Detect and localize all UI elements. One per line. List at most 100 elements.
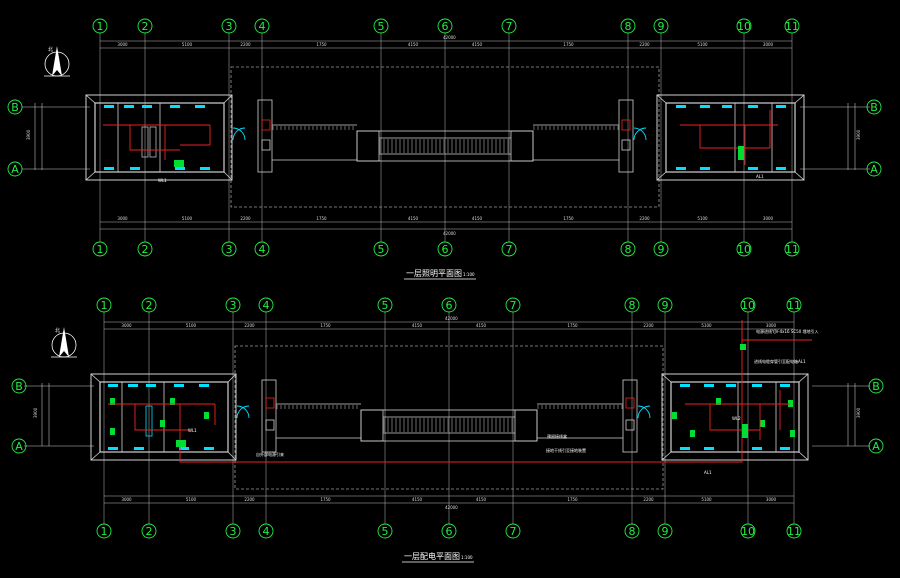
power-plan-side-dim-left: 3900 xyxy=(33,407,38,418)
light-fixture-icon xyxy=(680,384,690,387)
power-plan-side-dim-right: 3900 xyxy=(856,407,861,418)
light-fixture-icon xyxy=(104,167,114,170)
axis-bubble-bottom xyxy=(784,241,800,257)
lighting-plan-circuits xyxy=(103,110,778,165)
outlet-icon xyxy=(760,420,765,427)
outlet-icon xyxy=(790,430,795,437)
axis-label: 2 xyxy=(146,525,153,538)
axis-label: 1 xyxy=(101,299,108,312)
light-fixture-icon xyxy=(108,447,118,450)
axis-bubble-top xyxy=(441,297,457,313)
outlet-icon xyxy=(110,428,115,435)
dimension-text: 3000 xyxy=(766,323,777,328)
row-label: B xyxy=(15,380,23,393)
lighting-plan-tag-wl1: WL1 xyxy=(158,178,167,183)
lighting-plan-side-dim-left: 3900 xyxy=(26,129,31,140)
light-fixture-icon xyxy=(722,105,732,108)
axis-bubble-bottom xyxy=(96,523,112,539)
lighting-plan-title: 一层照明平面图 xyxy=(406,269,462,278)
dimension-text: 5100 xyxy=(186,323,197,328)
dimension-text: 5100 xyxy=(701,497,712,502)
row-label: A xyxy=(11,163,19,176)
lighting-plan-dimension-texts: 3000300051005100220022001750175041504150… xyxy=(117,42,773,221)
axis-label: 6 xyxy=(446,525,453,538)
axis-label: 6 xyxy=(442,20,449,33)
outlet-icon xyxy=(110,398,115,405)
power-plan-row-lines xyxy=(24,385,870,447)
axis-label: 4 xyxy=(259,20,266,33)
power-plan-note-2: 进线电缆穿管引至配电箱AL1 xyxy=(754,358,806,364)
light-fixture-icon xyxy=(726,384,736,387)
axis-label: 8 xyxy=(625,20,632,33)
lighting-plan-corridor xyxy=(257,99,634,173)
dimension-text: 3000 xyxy=(763,216,774,221)
axis-label: 7 xyxy=(506,243,513,256)
power-plan-dimension-lines xyxy=(41,321,856,504)
axis-label: 1 xyxy=(101,525,108,538)
dimension-text: 4150 xyxy=(408,216,419,221)
outlet-icon xyxy=(716,398,721,405)
row-label: B xyxy=(11,101,19,114)
axis-bubble-top xyxy=(437,18,453,34)
axis-bubble-bottom xyxy=(137,241,153,257)
power-plan-circuits xyxy=(108,320,812,463)
dimension-text: 4150 xyxy=(476,323,487,328)
row-label: B xyxy=(870,101,878,114)
lighting-plan-overall-dim: 42000 xyxy=(443,35,456,40)
axis-label: 9 xyxy=(658,20,665,33)
light-fixture-icon xyxy=(748,167,758,170)
outlet-icon xyxy=(672,412,677,419)
power-plan-tag-al1: AL1 xyxy=(704,470,712,475)
lighting-plan-dashed-outline xyxy=(230,66,660,208)
lighting-plan-axis-lines xyxy=(99,33,793,242)
axis-bubble-bottom xyxy=(740,523,756,539)
dimension-text: 3000 xyxy=(117,216,128,221)
row-label: A xyxy=(872,440,880,453)
lighting-plan-tag-al1: AL1 xyxy=(756,174,764,179)
outlet-icon xyxy=(160,420,165,427)
axis-label: 5 xyxy=(382,299,389,312)
dimension-text: 3000 xyxy=(121,323,132,328)
axis-label: 11 xyxy=(785,243,799,256)
axis-label: 10 xyxy=(741,299,755,312)
dimension-text: 5100 xyxy=(697,42,708,47)
distribution-box-icon xyxy=(176,440,186,447)
light-fixture-icon xyxy=(104,105,114,108)
axis-label: 10 xyxy=(741,525,755,538)
axis-label: 11 xyxy=(787,299,801,312)
dimension-text: 2200 xyxy=(643,323,654,328)
axis-label: 1 xyxy=(97,20,104,33)
light-fixture-icon xyxy=(704,384,714,387)
axis-label: 5 xyxy=(378,243,385,256)
power-plan-note-1: 电源进线YJV-4x16 SC50 埋地引入 xyxy=(756,328,819,334)
lighting-plan-overall-dim-bottom: 42000 xyxy=(443,231,456,236)
distribution-box-icon xyxy=(740,344,746,350)
dimension-text: 2200 xyxy=(639,216,650,221)
outlet-icon xyxy=(690,430,695,437)
light-fixture-icon xyxy=(170,105,180,108)
light-fixture-icon xyxy=(108,384,118,387)
light-fixture-icon xyxy=(175,167,185,170)
axis-bubble-bottom xyxy=(441,523,457,539)
axis-bubble-top xyxy=(137,18,153,34)
light-fixture-icon xyxy=(676,105,686,108)
axis-bubble-top xyxy=(221,18,237,34)
light-fixture-icon xyxy=(128,384,138,387)
axis-label: 4 xyxy=(263,299,270,312)
axis-label: 6 xyxy=(446,299,453,312)
axis-bubble-top xyxy=(620,18,636,34)
axis-bubble-bottom xyxy=(653,241,669,257)
power-plan-tag-wl1: WL1 xyxy=(188,428,197,433)
power-plan-dimension-texts: 3000300051005100220022001750175041504150… xyxy=(121,323,776,502)
light-fixture-icon xyxy=(752,447,762,450)
power-plan-note-4: 预留接线盒 xyxy=(547,433,567,439)
axis-bubble-top xyxy=(258,297,274,313)
dimension-text: 4150 xyxy=(408,42,419,47)
dimension-text: 1750 xyxy=(320,323,331,328)
light-fixture-icon xyxy=(776,105,786,108)
light-fixture-icon xyxy=(124,105,134,108)
light-fixture-icon xyxy=(204,447,214,450)
